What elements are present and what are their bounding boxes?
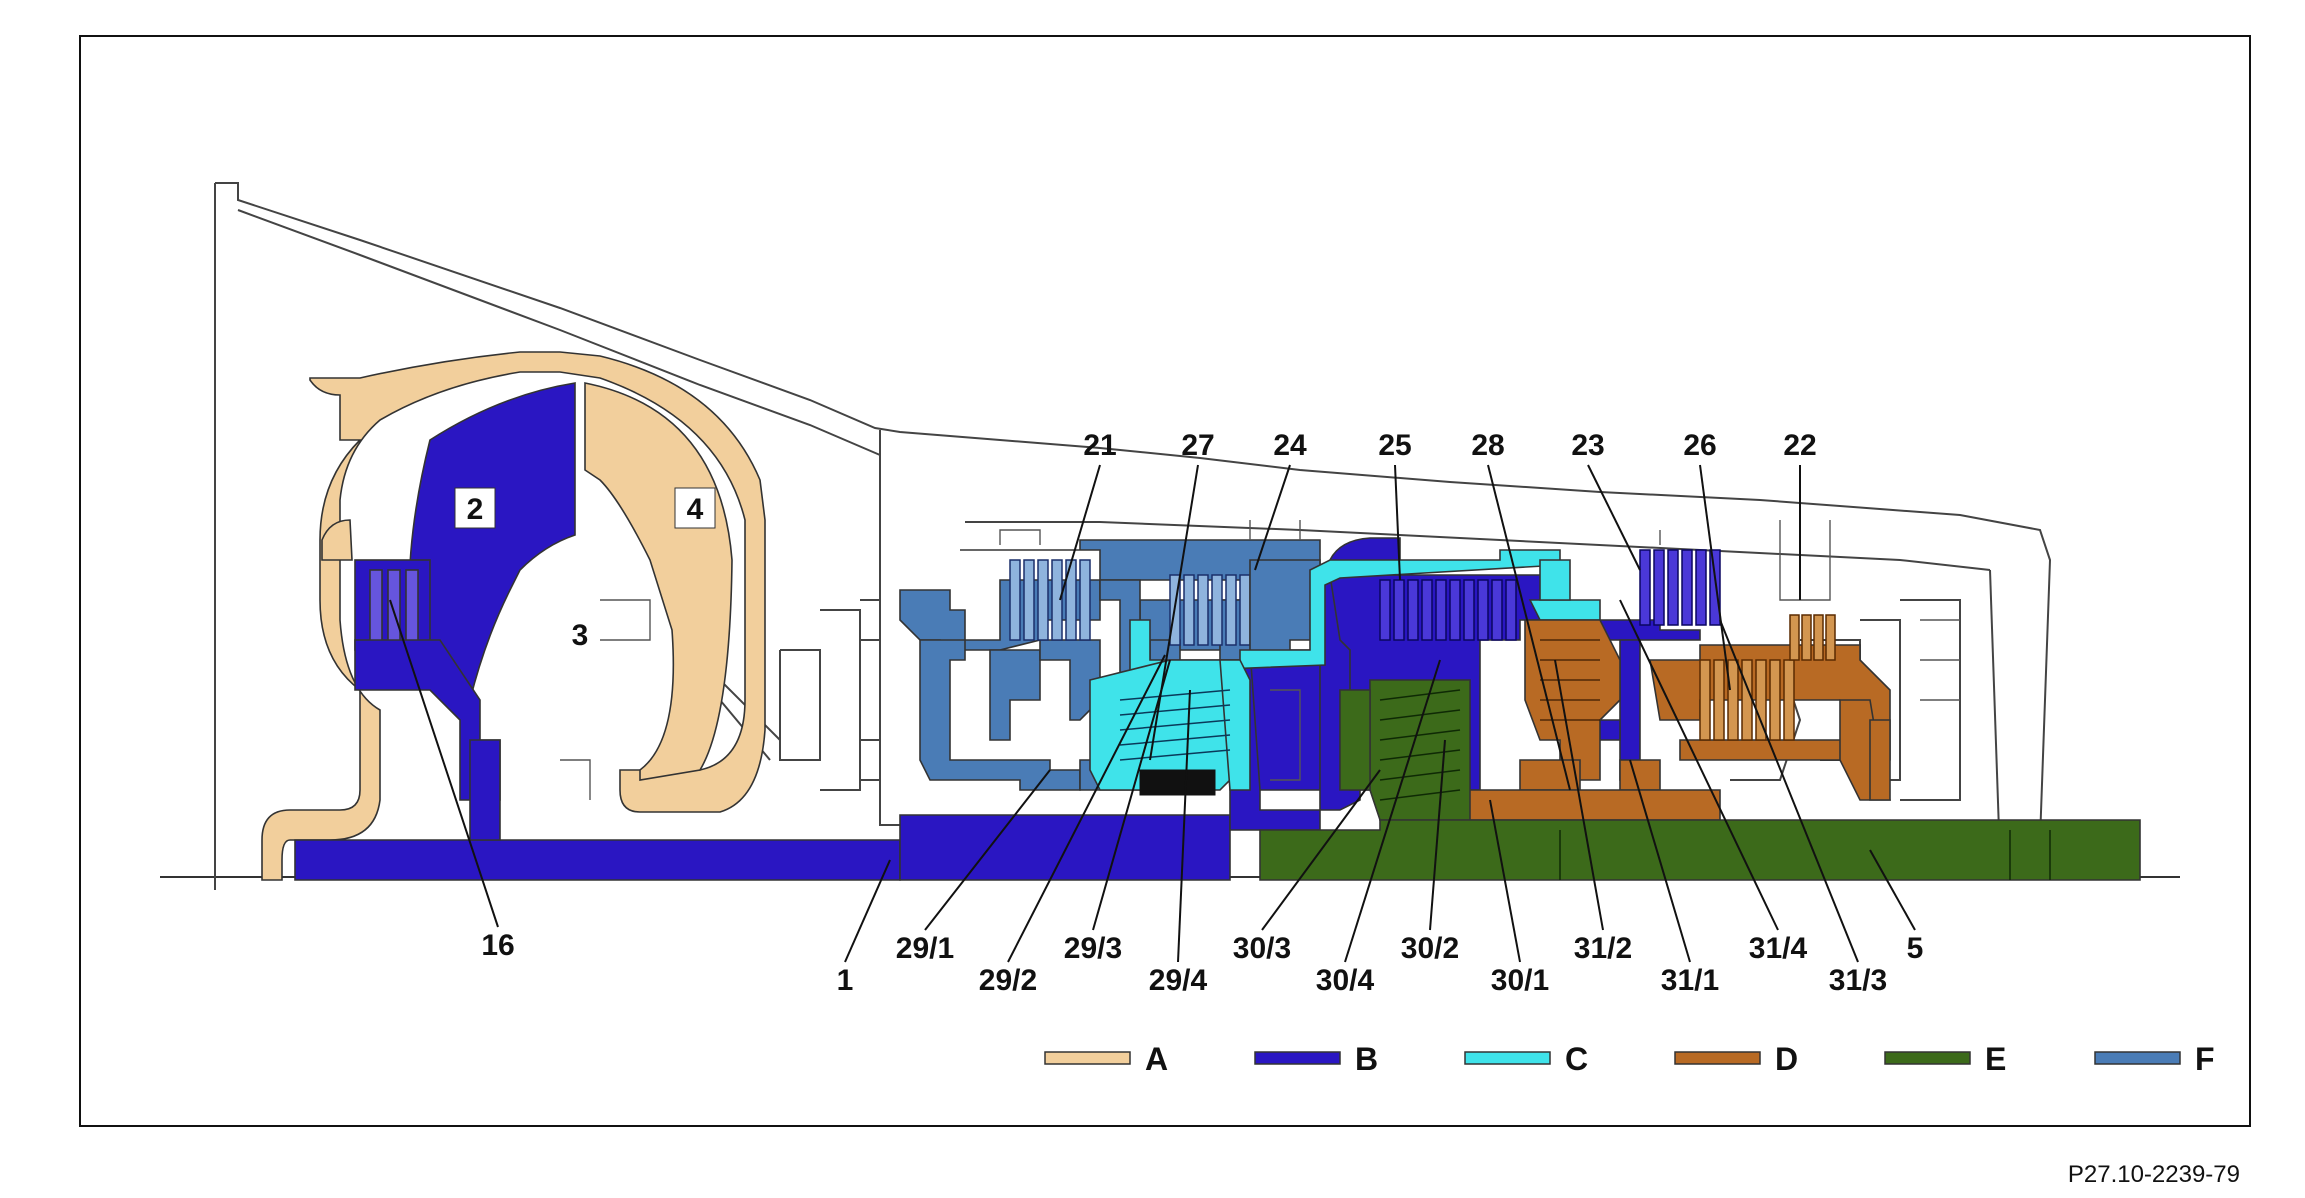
callout-label-31-1: 31/1 <box>1661 964 1719 997</box>
svg-text:4: 4 <box>687 493 704 526</box>
clutch-pack-25 <box>1379 579 1517 641</box>
svg-text:2: 2 <box>467 493 484 526</box>
part-tag-4: 4 <box>674 487 716 529</box>
svg-text:3: 3 <box>572 619 589 652</box>
callout-line-29-2 <box>1007 654 1166 963</box>
callout-label-30-3: 30/3 <box>1233 932 1291 965</box>
callout-label-29-2: 29/2 <box>979 964 1037 997</box>
callout-line-31-2 <box>1554 659 1604 931</box>
legend-label-F: F <box>2195 1041 2215 1077</box>
figure-reference: P27.10-2239-79 <box>2068 1161 2240 1188</box>
callout-label-31-3: 31/3 <box>1829 964 1887 997</box>
callout-label-31-4: 31/4 <box>1749 932 1808 965</box>
callout-line-23 <box>1587 464 1641 571</box>
callout-line-16 <box>389 599 499 928</box>
part-tag-2: 2 <box>454 487 496 529</box>
callout-line-30-4 <box>1344 659 1441 963</box>
callout-label-1: 1 <box>837 964 854 997</box>
component-C-assembly <box>1089 549 1601 796</box>
component-E-output-shaft <box>1259 679 2141 881</box>
component-A-torque-converter-housing <box>261 351 766 881</box>
clutch-pack-23 <box>1639 549 1721 626</box>
callout-line-29-3 <box>1092 659 1171 931</box>
callout-label-30-4: 30/4 <box>1316 964 1375 997</box>
callout-label-22: 22 <box>1783 429 1816 462</box>
callout-label-5: 5 <box>1907 932 1924 965</box>
callout-line-29-4 <box>1177 689 1191 963</box>
callout-line-24 <box>1254 464 1291 571</box>
legend-swatch-E <box>1884 1051 1971 1065</box>
legend-label-E: E <box>1985 1041 2006 1077</box>
bottom-callouts: 16 1 29/1 29/2 29/3 29/4 30/3 30/4 30/2 30/1 31/2 3… <box>389 599 1924 997</box>
sensor-block <box>1139 769 1216 796</box>
legend-swatch-A <box>1044 1051 1131 1065</box>
callout-label-21: 21 <box>1083 429 1116 462</box>
callout-label-29-4: 29/4 <box>1149 964 1208 997</box>
callout-line-28 <box>1487 464 1571 791</box>
callout-label-25: 25 <box>1378 429 1411 462</box>
housing-outline <box>214 182 2121 890</box>
callout-line-27 <box>1149 464 1199 761</box>
callout-line-26 <box>1699 464 1731 691</box>
legend-swatch-D <box>1674 1051 1761 1065</box>
color-legend: A B C D E F <box>1044 1041 2215 1077</box>
legend-label-D: D <box>1775 1041 1798 1077</box>
top-callouts: 21 27 24 25 28 23 26 22 <box>1059 429 1817 791</box>
callout-line-5 <box>1869 849 1916 931</box>
callout-label-31-2: 31/2 <box>1574 932 1632 965</box>
legend-swatch-C <box>1464 1051 1551 1065</box>
callout-line-31-3 <box>1719 619 1859 963</box>
callout-line-1 <box>844 859 891 963</box>
part-tag-3: 3 <box>572 619 589 652</box>
callout-line-30-3 <box>1261 769 1381 931</box>
legend-label-A: A <box>1145 1041 1168 1077</box>
legend-label-C: C <box>1565 1041 1588 1077</box>
legend-label-B: B <box>1355 1041 1378 1077</box>
callout-label-23: 23 <box>1571 429 1604 462</box>
legend-swatch-F <box>2094 1051 2181 1065</box>
callout-line-31-1 <box>1629 759 1691 963</box>
callout-line-21 <box>1059 464 1101 601</box>
callout-label-27: 27 <box>1181 429 1214 462</box>
callout-label-29-3: 29/3 <box>1064 932 1122 965</box>
callout-label-30-2: 30/2 <box>1401 932 1459 965</box>
callout-label-30-1: 30/1 <box>1491 964 1549 997</box>
callout-label-28: 28 <box>1471 429 1504 462</box>
housing-details <box>560 520 1960 800</box>
callout-label-26: 26 <box>1683 429 1716 462</box>
callout-line-25 <box>1394 464 1401 581</box>
callout-line-30-2 <box>1429 739 1446 931</box>
callout-label-24: 24 <box>1273 429 1307 462</box>
callout-label-16: 16 <box>481 929 514 962</box>
callout-label-29-1: 29/1 <box>896 932 954 965</box>
callout-line-30-1 <box>1489 799 1521 963</box>
diagram-frame <box>79 35 2251 1127</box>
callout-line-31-4 <box>1619 599 1779 931</box>
callout-line-29-1 <box>924 769 1051 931</box>
legend-swatch-B <box>1254 1051 1341 1065</box>
